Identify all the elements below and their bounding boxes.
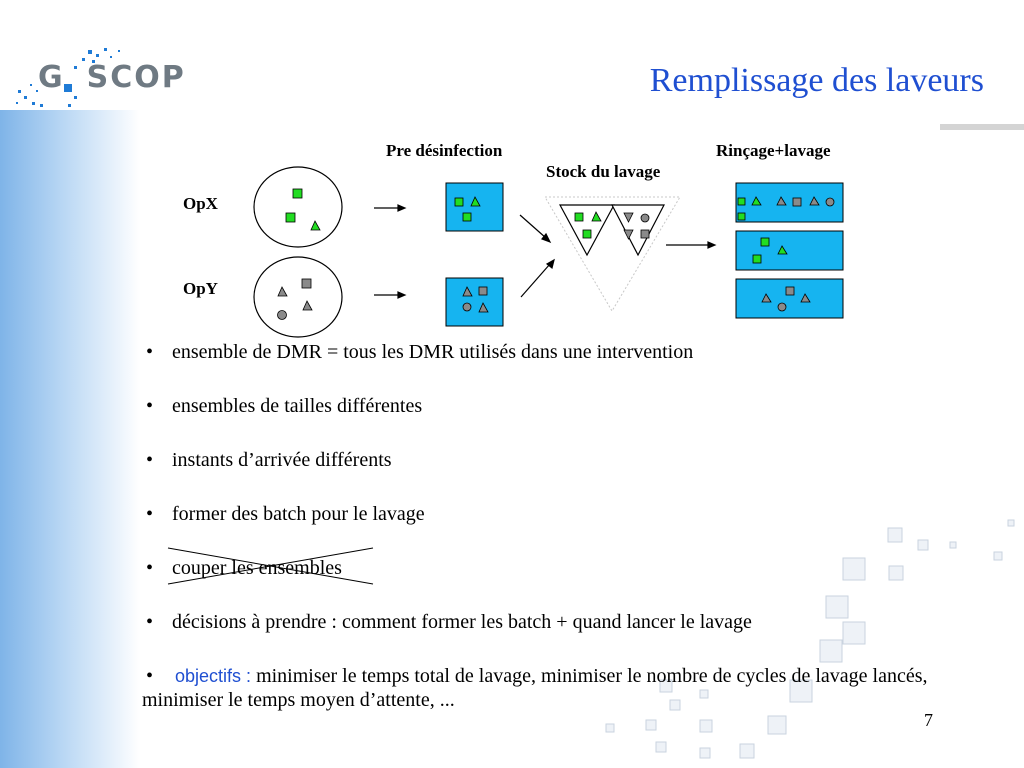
gray-triangle	[478, 302, 489, 313]
gray-circle	[277, 310, 287, 320]
bullet-mark: •	[146, 395, 154, 417]
label-stock-lavage: Stock du lavage	[546, 162, 661, 181]
objectives-label: objectifs :	[175, 666, 252, 686]
opx-set	[253, 166, 343, 248]
bullet-text: ensemble de DMR = tous les DMR utilisés …	[172, 341, 694, 363]
gray-triangle	[302, 300, 313, 311]
green-square	[752, 254, 762, 264]
green-triangle	[470, 196, 481, 207]
gscop-logo	[16, 48, 120, 107]
bullet-mark: •	[146, 611, 154, 633]
opy-set	[253, 256, 343, 338]
bullet-item: • décisions à prendre : comment former l…	[142, 610, 1002, 634]
gray-triangle	[462, 286, 473, 297]
pre-box-opy	[445, 277, 504, 327]
gray-circle	[640, 213, 650, 223]
label-opx: OpX	[183, 194, 219, 213]
label-opy: OpY	[183, 279, 218, 298]
green-triangle	[591, 211, 602, 222]
gray-circle	[825, 197, 835, 207]
cross-out-mark	[167, 547, 374, 585]
rincage-box-2	[735, 230, 844, 271]
bullet-mark: •	[146, 341, 154, 363]
gray-triangle	[761, 293, 772, 303]
pre-box-opx	[445, 182, 504, 232]
bullet-text: décisions à prendre : comment former les…	[172, 611, 752, 633]
gray-triangle-down	[623, 212, 634, 223]
washer-diagram: OpX OpY Pre désinfection Stock du lavage…	[183, 141, 844, 338]
green-square	[454, 197, 464, 207]
left-gradient-band	[0, 110, 140, 768]
page-number: 7	[924, 710, 933, 730]
green-square	[737, 212, 746, 221]
green-square	[760, 237, 770, 247]
gray-triangle	[800, 293, 811, 303]
bullet-item: • former des batch pour le lavage	[142, 502, 1002, 526]
green-square	[285, 212, 296, 223]
title-underline	[940, 124, 1024, 130]
gray-triangle	[277, 286, 288, 297]
green-square	[462, 212, 472, 222]
bullet-mark: •	[146, 557, 154, 579]
green-square	[737, 197, 746, 206]
bullet-mark: •	[146, 665, 154, 687]
gray-square	[785, 286, 795, 296]
green-triangle	[777, 245, 788, 255]
gray-triangle	[776, 196, 787, 206]
bullet-item-crossed: • couper les ensembles	[142, 547, 1002, 585]
green-square	[574, 212, 584, 222]
green-square	[582, 229, 592, 239]
gray-circle	[462, 302, 472, 312]
gray-triangle-down	[623, 229, 634, 240]
bullet-item: • ensemble de DMR = tous les DMR utilisé…	[142, 340, 1002, 364]
bullet-item: • ensembles de tailles différentes	[142, 394, 1002, 418]
gray-triangle	[809, 196, 820, 206]
label-rincage-lavage: Rinçage+lavage	[716, 141, 831, 160]
gray-square	[301, 278, 312, 289]
bullet-mark: •	[146, 449, 154, 471]
bullet-text: instants d’arrivée différents	[172, 449, 392, 471]
gray-square	[640, 229, 650, 239]
bullet-list: • ensemble de DMR = tous les DMR utilisé…	[142, 340, 1002, 712]
arrow-to-stock-top	[519, 214, 547, 239]
rincage-box-3	[735, 278, 844, 319]
bullet-text: ensembles de tailles différentes	[172, 395, 423, 417]
label-pre-desinfection: Pre désinfection	[386, 141, 503, 160]
arrow-to-stock-bottom	[520, 263, 551, 298]
page-title: Remplissage des laveurs	[649, 62, 984, 99]
bullet-mark: •	[146, 503, 154, 525]
bullet-text: former des batch pour le lavage	[172, 503, 425, 525]
gray-square	[792, 197, 802, 207]
gray-circle	[777, 302, 787, 312]
green-square	[292, 188, 303, 199]
bullet-item-objectives: • objectifs : minimiser le temps total de…	[142, 664, 1002, 712]
green-triangle	[751, 196, 762, 206]
gray-square	[478, 286, 488, 296]
bullet-item: • instants d’arrivée différents	[142, 448, 1002, 472]
green-triangle	[310, 220, 321, 231]
bullet-text: minimiser le temps total de lavage, mini…	[142, 665, 928, 711]
crossed-out-text-wrap: couper les ensembles	[167, 547, 374, 585]
